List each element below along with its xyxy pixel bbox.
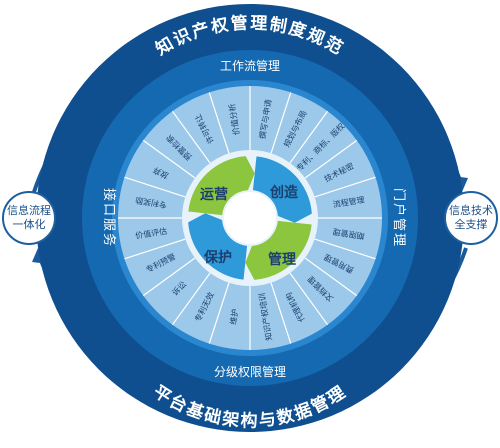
center-circle	[224, 192, 276, 244]
quadrant-piece	[252, 156, 312, 223]
side-box-tech-support: 信息技术 全支撑	[444, 191, 498, 245]
quadrant-label-create: 创造	[269, 184, 298, 201]
segment-divider	[314, 238, 376, 260]
quadrant-piece	[188, 213, 248, 280]
segment-label: 价值评估	[135, 226, 168, 241]
segment-divider	[171, 272, 211, 326]
segment-divider	[208, 282, 230, 344]
band-label-left: 接口服务	[101, 188, 117, 248]
segment-dividers	[118, 86, 382, 350]
quadrant-piece	[245, 220, 312, 280]
quadrant-swirl	[188, 156, 312, 280]
segment-divider	[270, 282, 292, 344]
segment-divider	[208, 92, 230, 154]
quadrant-piece	[188, 156, 255, 216]
side-box-info-flow: 信息流程 一体化	[2, 191, 56, 245]
quadrant-label-operate: 运营	[200, 186, 228, 203]
segment-divider	[304, 257, 358, 297]
segment-label: 期限管理	[332, 227, 365, 242]
segment-label: 专利奖励	[135, 195, 168, 210]
band-label-right: 门户管理	[391, 188, 407, 248]
band-label-bottom: 分级权限管理	[214, 364, 286, 379]
segment-label: 价值分析	[226, 103, 241, 136]
segment-divider	[171, 110, 211, 164]
segment-divider	[142, 139, 196, 179]
segment-divider	[304, 139, 358, 179]
segment-divider	[142, 257, 196, 297]
segment-divider	[270, 92, 292, 154]
segment-divider	[289, 272, 329, 326]
segment-divider	[289, 110, 329, 164]
segment-label: 维护	[228, 308, 240, 325]
quadrant-label-protect: 保护	[203, 249, 232, 266]
quadrant-label-manage: 管理	[268, 251, 296, 268]
segment-divider	[314, 176, 376, 198]
band-label-top: 工作流管理	[220, 58, 280, 73]
segment-label: 流程管理	[332, 194, 365, 209]
segment-divider	[124, 176, 186, 198]
segment-divider	[124, 238, 186, 260]
